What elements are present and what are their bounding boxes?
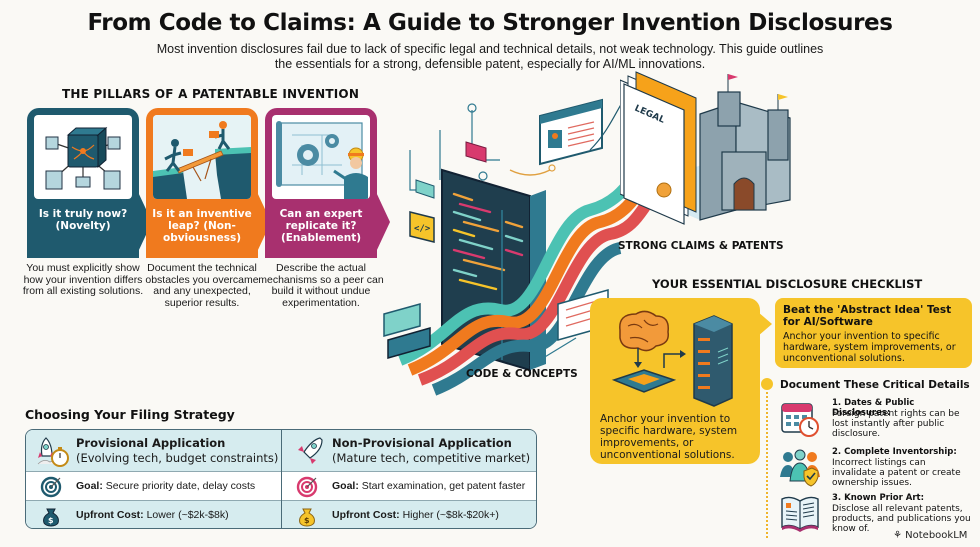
castle-legal-docs-illustration: LEGAL	[619, 70, 820, 230]
people-shield-icon	[780, 447, 820, 487]
chevron-right-icon	[376, 192, 390, 252]
money-bag-icon: $	[296, 505, 318, 528]
goal-label: Goal:	[332, 480, 359, 492]
option-subtitle: (Mature tech, competitive market)	[332, 451, 531, 465]
svg-text:$: $	[304, 516, 310, 525]
detail-title: 3. Known Prior Art:	[832, 493, 925, 503]
calendar-clock-icon	[780, 398, 820, 438]
abstract-idea-card: Beat the 'Abstract Idea' Test for AI/Sof…	[775, 298, 972, 368]
goal-text: Goal: Secure priority date, delay costs	[76, 480, 255, 492]
bridge-leap-icon	[153, 115, 251, 199]
cost-label: Upfront Cost:	[76, 509, 144, 521]
blueprint-engineer-icon	[272, 115, 370, 199]
target-icon	[40, 476, 62, 503]
option-title: Non-Provisional Application	[332, 436, 512, 450]
target-icon	[296, 476, 318, 503]
browser-window-icon	[539, 98, 603, 166]
cost-label: Upfront Cost:	[332, 509, 400, 521]
network-cubes-icon	[34, 115, 132, 199]
callout-pointer	[758, 312, 772, 336]
goal-text: Goal: Start examination, get patent fast…	[332, 480, 525, 492]
detail-title: 2. Complete Inventorship:	[832, 447, 957, 457]
detail-description: Foreign patent rights can be lost instan…	[832, 409, 960, 439]
code-tag-icon: </>	[409, 211, 435, 243]
pillar-novelty: Is it truly now? (Novelty) You must expl…	[23, 108, 143, 297]
notebooklm-logo-icon: ⚘	[893, 530, 902, 541]
code-to-claims-illustration: </>	[380, 70, 655, 410]
brand-label: NotebookLM	[905, 530, 968, 541]
cost-value: Lower (~$2k-$8k)	[146, 509, 229, 521]
pillar-description: You must explicitly show how your invent…	[22, 262, 144, 297]
goal-row: Goal: Secure priority date, delay costs	[26, 472, 281, 501]
cost-row: $ Upfront Cost: Lower (~$2k-$8k)	[26, 501, 281, 528]
page-subtitle: Most invention disclosures fail due to l…	[156, 42, 824, 71]
pillars-heading: THE PILLARS OF A PATENTABLE INVENTION	[62, 87, 360, 101]
cost-row: $ Upfront Cost: Higher (~$8k-$20k+)	[282, 501, 536, 528]
rocket-launch-icon	[292, 434, 326, 473]
filing-strategy-heading: Choosing Your Filing Strategy	[25, 407, 235, 422]
pillar-non-obviousness: Is it an inventive leap? (Non-obviousnes…	[145, 108, 259, 308]
pillar-question: Is it truly now? (Novelty)	[38, 208, 128, 232]
goal-row: Goal: Start examination, get patent fast…	[282, 472, 536, 501]
goal-value: Start examination, get patent faster	[361, 480, 526, 492]
code-concepts-label: CODE & CONCEPTS	[466, 368, 578, 380]
page-title: From Code to Claims: A Guide to Stronger…	[87, 10, 893, 36]
notebooklm-brand: ⚘ NotebookLM	[893, 530, 967, 541]
pillar-enablement: Can an expert replicate it? (Enablement)…	[258, 108, 384, 308]
strong-claims-label: STRONG CLAIMS & PATENTS	[618, 240, 784, 252]
rocket-stopwatch-icon	[36, 434, 70, 473]
timeline-line	[766, 392, 768, 538]
cost-text: Upfront Cost: Higher (~$8k-$20k+)	[332, 509, 499, 521]
pillar-description: Describe the actual mechanisms so a peer…	[258, 262, 384, 309]
filing-strategy-table: Provisional Application (Evolving tech, …	[25, 429, 537, 529]
abstract-idea-text: Anchor your invention to specific hardwa…	[783, 331, 956, 364]
non-provisional-column: Non-Provisional Application (Mature tech…	[281, 430, 536, 528]
cost-text: Upfront Cost: Lower (~$2k-$8k)	[76, 509, 229, 521]
cost-value: Higher (~$8k-$20k+)	[402, 509, 499, 521]
open-book-icon	[780, 493, 820, 533]
provisional-column: Provisional Application (Evolving tech, …	[26, 430, 281, 528]
provisional-header: Provisional Application (Evolving tech, …	[26, 430, 281, 472]
option-subtitle: (Evolving tech, budget constraints)	[76, 451, 279, 465]
svg-text:$: $	[48, 516, 54, 525]
money-bag-icon: $	[40, 505, 62, 528]
svg-text:</>: </>	[414, 224, 431, 234]
non-provisional-header: Non-Provisional Application (Mature tech…	[282, 430, 536, 472]
timeline-dot	[761, 378, 773, 390]
data-flow-ribbon	[397, 165, 655, 396]
pillar-question: Is it an inventive leap? (Non-obviousnes…	[152, 208, 252, 244]
pillar-description: Document the technical obstacles you ove…	[145, 262, 259, 309]
goal-value: Secure priority date, delay costs	[105, 480, 256, 492]
detail-description: Disclose all relevant patents, products,…	[832, 504, 971, 534]
detail-description: Incorrect listings can invalidate a pate…	[832, 458, 961, 488]
detail-title: 1. Dates & Public Disclosures:	[832, 398, 915, 418]
details-heading: Document These Critical Details	[780, 379, 970, 391]
hardware-anchor-text: Anchor your invention to specific hardwa…	[600, 413, 738, 461]
brain-chip-server-icon	[604, 308, 754, 413]
checklist-heading: YOUR ESSENTIAL DISCLOSURE CHECKLIST	[652, 277, 923, 291]
option-title: Provisional Application	[76, 436, 226, 450]
goal-label: Goal:	[76, 480, 103, 492]
hardware-anchor-card: Anchor your invention to specific hardwa…	[590, 298, 760, 464]
abstract-idea-title: Beat the 'Abstract Idea' Test for AI/Sof…	[783, 304, 952, 328]
pillar-question: Can an expert replicate it? (Enablement)	[279, 208, 363, 244]
